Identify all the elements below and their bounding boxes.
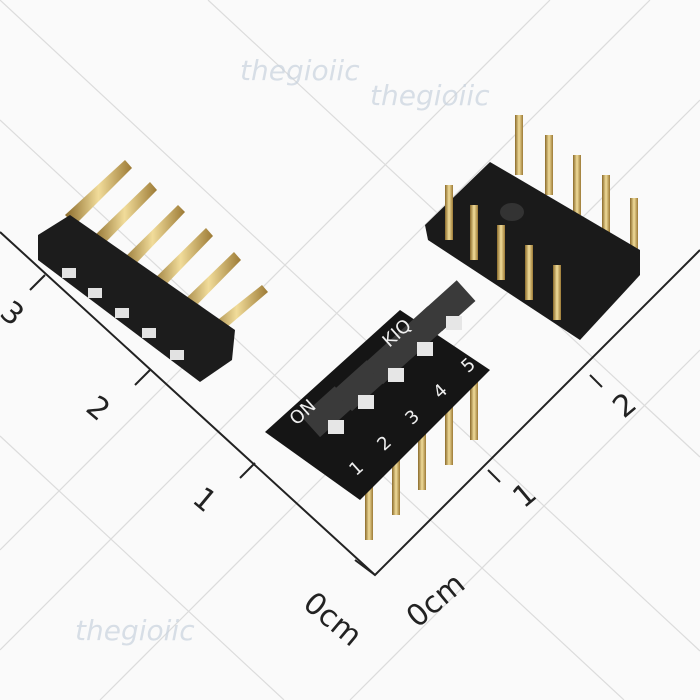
watermark: thegioiic: [75, 614, 195, 647]
ruler-label-3: 3: [0, 294, 30, 333]
actuator-5: [446, 316, 462, 330]
switch-actuators: [328, 316, 462, 434]
ruler-label-0cm-right: 0cm: [400, 566, 472, 634]
ruler-label-2-right: 2: [606, 386, 643, 425]
watermark: thegioiic: [370, 79, 490, 112]
ruler-label-1: 1: [186, 481, 223, 520]
ruler-label-2: 2: [79, 389, 116, 428]
left-dip-switch: [38, 160, 268, 382]
watermark: thegioiic: [240, 54, 360, 87]
ruler-label-0cm: 0cm: [296, 585, 368, 653]
actuator-4: [417, 342, 433, 356]
actuator-2: [358, 395, 374, 409]
watermarks: thegioiic thegioiic thegioiic: [75, 54, 490, 647]
ruler-label-1-right: 1: [506, 476, 543, 515]
ruler: [0, 231, 700, 577]
actuator-3: [388, 368, 404, 382]
right-dip-switch: [425, 115, 640, 340]
actuator-1: [328, 420, 344, 434]
center-dip-switch: ON KIQ 1 2 3 4 5: [265, 280, 490, 540]
